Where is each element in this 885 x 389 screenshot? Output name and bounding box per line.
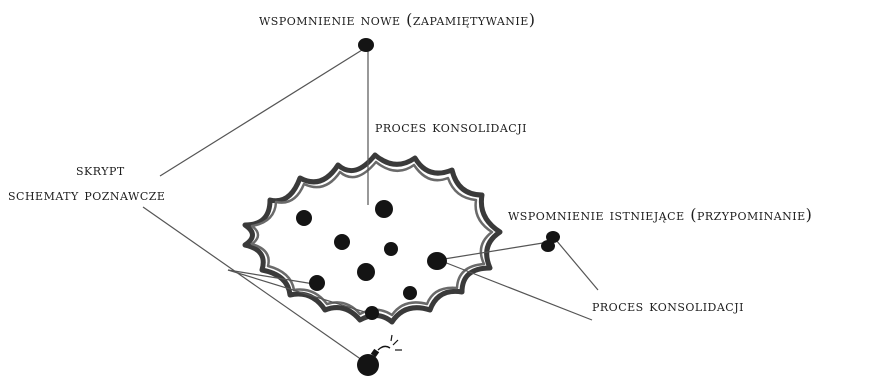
line-new-memory-to-script <box>159 49 363 177</box>
label-script: SKRYPT <box>76 160 125 179</box>
line-cloud-dot-to-consolidation-right <box>443 261 593 321</box>
label-consolidation-top: PROCES KONSOLIDACJI <box>375 117 527 136</box>
line-cloud-edge-to-dot-left <box>227 269 315 285</box>
label-consolidation-right: PROCES KONSOLIDACJI <box>592 296 744 315</box>
memory-dot <box>296 210 312 226</box>
label-cognitive-schemas: SCHEMATY POZNAWCZE <box>8 185 166 204</box>
memory-dot <box>309 275 325 291</box>
memory-dots <box>296 38 560 320</box>
memory-dot <box>365 306 379 320</box>
line-existing-dot-to-consolidation-right <box>555 239 599 291</box>
memory-dot <box>403 286 417 300</box>
memory-dot <box>375 200 393 218</box>
existing-memory-dot <box>541 240 555 252</box>
line-existing-dot-to-cloud-dot <box>437 241 550 261</box>
memory-dot <box>427 252 447 270</box>
connector-lines <box>142 49 599 361</box>
line-cloud-edge-to-dot-bottom <box>227 269 369 314</box>
new-memory-dot <box>358 38 374 52</box>
existing-memory-dot <box>546 231 560 243</box>
memory-dot <box>334 234 350 250</box>
cloud-outline-outer <box>242 152 503 325</box>
label-existing-memory: WSPOMNIENIE ISTNIEJĄCE (PRZYPOMINANIE) <box>508 205 813 224</box>
memory-cloud <box>242 152 503 325</box>
bomb-icon <box>357 334 402 376</box>
memory-dot <box>384 242 398 256</box>
memory-dot <box>357 263 375 281</box>
line-script-to-bomb <box>142 206 363 361</box>
label-new-memory: WSPOMNIENIE NOWE (ZAPAMIĘTYWANIE) <box>259 10 536 29</box>
